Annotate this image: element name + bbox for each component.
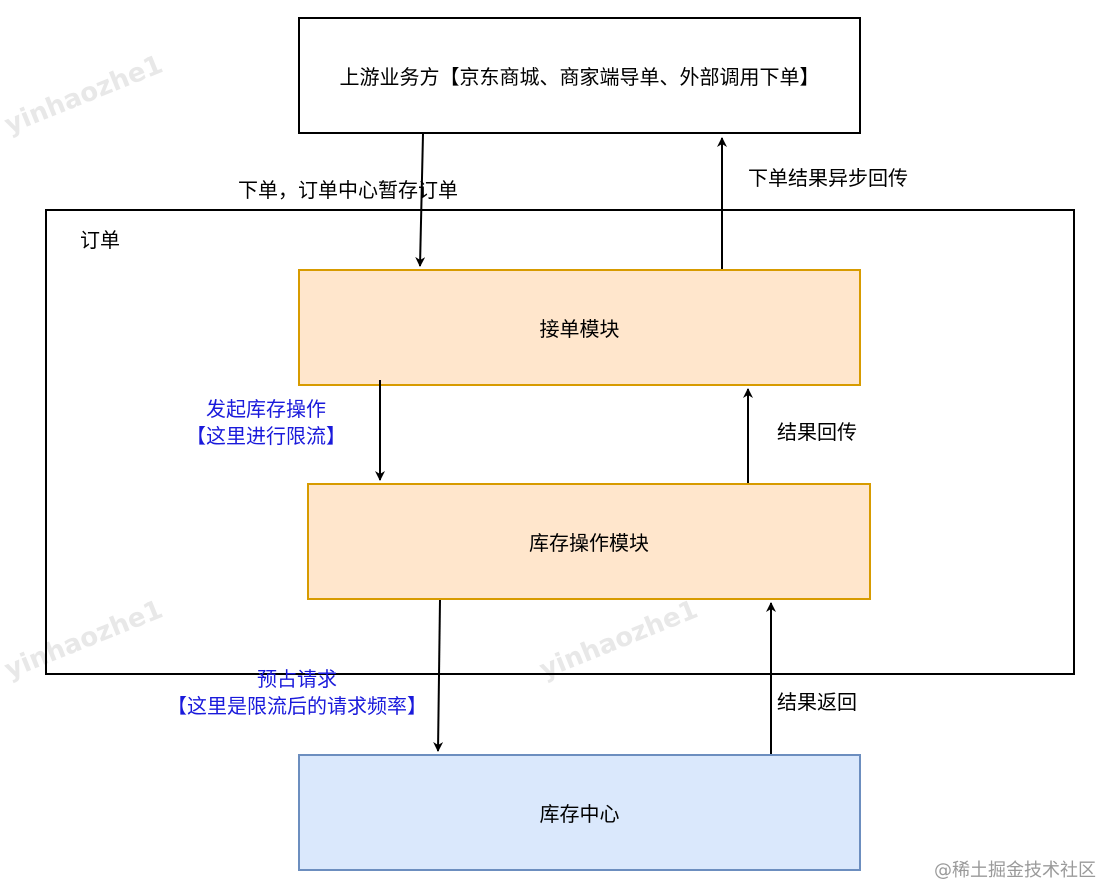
edge-start-stock-op-line1: 发起库存操作 bbox=[206, 397, 326, 421]
order-region bbox=[45, 209, 1075, 675]
upstream-business-node: 上游业务方【京东商城、商家端导单、外部调用下单】 bbox=[298, 17, 861, 134]
stock-center-node: 库存中心 bbox=[298, 754, 861, 871]
edge-reserve-request-label: 预占请求 【这里是限流后的请求频率】 bbox=[167, 666, 427, 720]
edge-async-callback-label: 下单结果异步回传 bbox=[748, 166, 908, 190]
edge-start-stock-op-label: 发起库存操作 【这里进行限流】 bbox=[186, 396, 346, 450]
upstream-business-label: 上游业务方【京东商城、商家端导单、外部调用下单】 bbox=[339, 65, 820, 89]
stock-center-label: 库存中心 bbox=[539, 802, 620, 826]
stock-operation-module-label: 库存操作模块 bbox=[529, 531, 649, 555]
edge-place-order-label: 下单，订单中心暂存订单 bbox=[238, 178, 458, 202]
stock-operation-module-node: 库存操作模块 bbox=[307, 483, 871, 600]
edge-start-stock-op-line2: 【这里进行限流】 bbox=[186, 424, 346, 448]
receive-order-module-label: 接单模块 bbox=[539, 317, 620, 341]
edge-reserve-request-line1: 预占请求 bbox=[257, 667, 337, 691]
edge-result-back-label: 结果回传 bbox=[777, 420, 857, 444]
order-region-title: 订单 bbox=[80, 228, 120, 252]
receive-order-module-node: 接单模块 bbox=[298, 269, 861, 386]
edge-reserve-request-line2: 【这里是限流后的请求频率】 bbox=[167, 694, 427, 718]
edge-result-return-label: 结果返回 bbox=[777, 690, 857, 714]
watermark: yinhaozhe1 bbox=[0, 49, 168, 141]
source-credit: @稀土掘金技术社区 bbox=[934, 860, 1096, 881]
